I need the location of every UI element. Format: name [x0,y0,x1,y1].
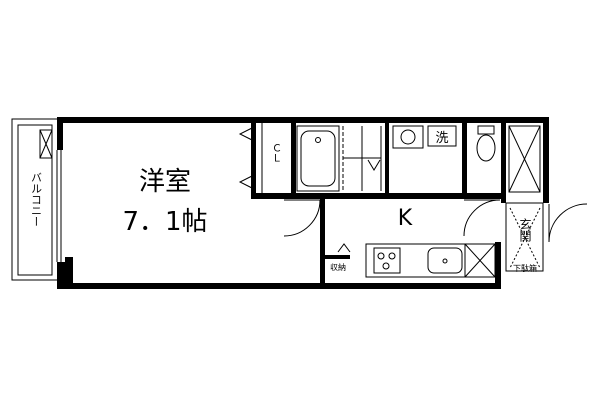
shoe-cabinet-label: 下駄箱 [513,263,537,273]
laundry-label: 洗 [435,131,448,146]
balcony-label: バルコニー [30,172,43,227]
western-room-label: 洋室 [139,167,191,197]
storage-label: 収納 [330,262,346,272]
corner-storage [508,125,541,193]
interior-walls [251,117,506,283]
kitchen-counter [365,243,496,278]
closet-label: ＣＬ [270,143,281,163]
closet [238,123,263,193]
entrance-label: 玄関 [518,217,532,242]
entrance [505,202,544,272]
kitchen-label: K [398,206,413,231]
outer-walls [57,117,549,289]
toilet [476,125,496,162]
washroom [392,125,457,149]
western-room-size: 7．1帖 [122,207,207,237]
balcony-window [55,150,65,262]
doors [283,199,588,253]
bathroom [296,125,382,192]
